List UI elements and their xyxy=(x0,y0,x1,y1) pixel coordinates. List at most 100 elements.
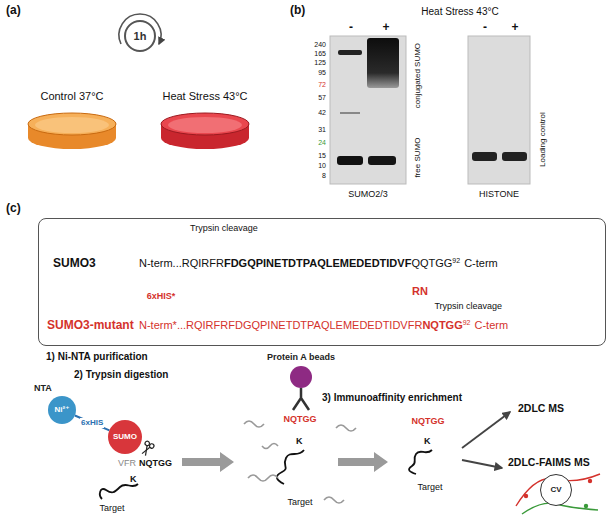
marker-size: 8 xyxy=(322,172,326,180)
dish-rim xyxy=(161,113,249,135)
dish-rim xyxy=(28,113,116,135)
text-label: (b) xyxy=(290,4,305,18)
peptide-fragment xyxy=(336,425,356,431)
control-dish xyxy=(28,113,116,149)
ion-path xyxy=(516,474,600,506)
text-label: K xyxy=(424,436,431,446)
text-label: NQTGG xyxy=(284,414,317,424)
text-label: Target xyxy=(287,497,312,507)
side-label: Loading control xyxy=(537,113,546,168)
text-label: Target xyxy=(99,503,124,513)
text-label: 3) Immunoaffinity enrichment xyxy=(322,392,462,404)
peptide-fragment xyxy=(244,421,264,427)
text-label: Heat Stress 43°C xyxy=(421,6,498,18)
node-label: CV xyxy=(550,485,561,494)
text-label: 2DLC-FAIMS MS xyxy=(508,456,590,468)
split-arrow xyxy=(462,412,510,448)
text-label: Control 37°C xyxy=(40,90,103,103)
node-label: Ni²⁺ xyxy=(55,405,70,414)
marker-size: 31 xyxy=(318,126,326,134)
marker-size: 10 xyxy=(318,162,326,170)
text-label: SUMO2/3 xyxy=(348,189,388,199)
blot-smear xyxy=(367,38,399,88)
antibody xyxy=(293,388,309,410)
text-label: (a) xyxy=(6,4,21,18)
target-protein xyxy=(277,450,304,484)
marker-size: 95 xyxy=(318,69,326,77)
peptide-fragment xyxy=(262,444,278,449)
marker-size: 72 xyxy=(318,81,326,89)
step-arrow xyxy=(338,452,388,472)
text-label: K xyxy=(130,474,137,484)
sequence-text: N-term*...RQIRFRFDGQPINETDTPAQLEMEDEDTID… xyxy=(139,319,422,332)
heat-dish xyxy=(161,113,249,149)
target-protein xyxy=(100,484,138,499)
edge-label: 6xHIS xyxy=(80,418,104,427)
residue-number: 92 xyxy=(452,257,460,265)
marker-size: 125 xyxy=(314,59,326,67)
marker-size: 42 xyxy=(318,109,326,117)
clock-circle: 1h xyxy=(124,20,156,52)
sequence-text: NQTGG xyxy=(422,319,462,332)
sumo-blot xyxy=(330,36,406,184)
residue-number: 92 xyxy=(463,319,471,327)
text-label: (c) xyxy=(6,202,21,216)
blot-band xyxy=(502,152,527,161)
text-label: VFR xyxy=(118,458,136,468)
peptide-fragment xyxy=(324,497,344,503)
target-protein xyxy=(409,450,432,474)
scissors-icon xyxy=(140,440,155,457)
blot-band xyxy=(338,50,362,55)
dish-medium xyxy=(35,117,109,133)
tag-linker xyxy=(75,416,110,431)
text-label: 2DLC MS xyxy=(518,402,564,414)
text-label: - xyxy=(483,21,487,35)
node-heading: NTA xyxy=(34,383,52,393)
ion xyxy=(588,479,592,483)
text-label: Target xyxy=(417,482,442,492)
blot-band xyxy=(337,156,363,165)
sequence-text: QQTGG xyxy=(411,257,452,270)
text-label: Heat Stress 43°C xyxy=(162,90,247,103)
text-label: NQTGG xyxy=(412,416,445,426)
side-label: free SUMO xyxy=(413,138,422,178)
sequence-text: FDGQPINETDTPAQLEMEDEDTIDVF xyxy=(224,257,411,270)
node-label: 1h xyxy=(134,30,147,43)
node-heading: Protein A beads xyxy=(267,352,335,362)
marker-size: 165 xyxy=(314,50,326,58)
ion xyxy=(584,504,588,508)
side-label: conjugated SUMO xyxy=(413,43,422,108)
protein-name: SUMO3-mutant xyxy=(47,319,134,333)
blot-membrane xyxy=(468,36,530,184)
blot-membrane xyxy=(330,36,406,184)
histone-blot xyxy=(468,36,530,184)
ni-nta-bead: NTANi²⁺ xyxy=(48,396,76,424)
split-arrow xyxy=(462,460,502,468)
blot-band xyxy=(368,156,396,165)
sequence-panel: SUMO3N-term...RQIRFRFDGQPINETDTPAQLEMEDE… xyxy=(38,218,606,346)
sequence-text: N-term...RQIRFR xyxy=(139,257,224,270)
scissors-handle xyxy=(144,440,150,446)
dish-medium xyxy=(168,117,242,133)
terminus-label: C-term xyxy=(464,257,498,270)
text-label: + xyxy=(511,21,518,35)
ion xyxy=(524,494,528,498)
text-label: 2) Trypsin digestion xyxy=(74,369,168,381)
step-arrow xyxy=(182,452,234,472)
faims-cell: CV xyxy=(540,474,572,506)
sequence-row: N-term*...RQIRFRFDGQPINETDTPAQLEMEDEDTID… xyxy=(139,319,508,332)
scissors-blade xyxy=(142,446,150,456)
marker-size: 240 xyxy=(314,41,326,49)
sequence-row: N-term...RQIRFRFDGQPINETDTPAQLEMEDEDTIDV… xyxy=(139,257,498,270)
blot-band xyxy=(340,112,360,114)
protein-a-bead: Protein A beads xyxy=(290,366,312,388)
text-label: 1) Ni-NTA purification xyxy=(46,351,148,363)
terminus-label: C-term xyxy=(475,319,509,332)
marker-size: 57 xyxy=(318,94,326,102)
scissors-blade xyxy=(142,445,150,455)
marker-size: 15 xyxy=(318,152,326,160)
peptide-fragment xyxy=(248,475,278,481)
tag-label: 6xHIS* xyxy=(147,291,176,301)
mutation-label: RN xyxy=(412,285,428,298)
